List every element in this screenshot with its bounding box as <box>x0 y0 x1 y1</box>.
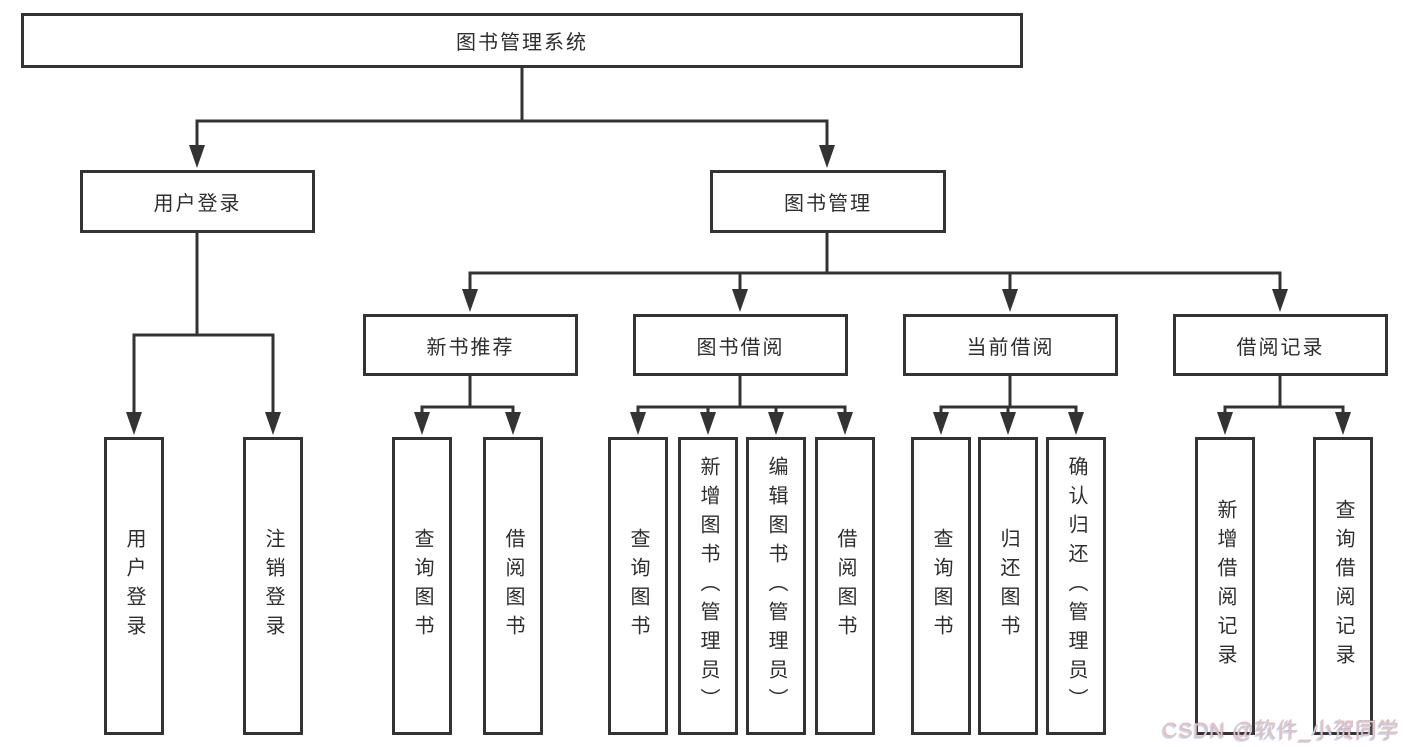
node-library-system: 图书管理系统 <box>21 13 1023 68</box>
node-user-login: 用户登录 <box>80 170 315 233</box>
csdn-watermark: CSDN @软件_小贺同学 <box>1161 720 1399 743</box>
node-borrowing-records: 借阅记录 <box>1173 314 1388 376</box>
leaf-return-books: 归还图书 <box>978 437 1038 735</box>
node-new-book-recommendation: 新书推荐 <box>363 314 578 376</box>
leaf-user-login: 用户登录 <box>104 437 164 735</box>
leaf-query-borrow-record: 查询借阅记录 <box>1313 437 1373 735</box>
leaf-add-books-admin: 新增图书（管理员） <box>678 437 738 735</box>
leaf-query-books-3: 查询图书 <box>911 437 971 735</box>
leaf-edit-books-admin: 编辑图书（管理员） <box>746 437 806 735</box>
leaf-query-books-2: 查询图书 <box>608 437 668 735</box>
node-book-management: 图书管理 <box>710 170 946 233</box>
leaf-borrow-books: 借阅图书 <box>483 437 543 735</box>
leaf-borrow-books-2: 借阅图书 <box>815 437 875 735</box>
leaf-query-books: 查询图书 <box>392 437 452 735</box>
leaf-logout-login: 注销登录 <box>243 437 303 735</box>
node-current-borrowing: 当前借阅 <box>903 314 1118 376</box>
node-book-borrowing: 图书借阅 <box>633 314 848 376</box>
leaf-add-borrow-record: 新增借阅记录 <box>1195 437 1255 735</box>
leaf-confirm-return-admin: 确认归还（管理员） <box>1046 437 1106 735</box>
